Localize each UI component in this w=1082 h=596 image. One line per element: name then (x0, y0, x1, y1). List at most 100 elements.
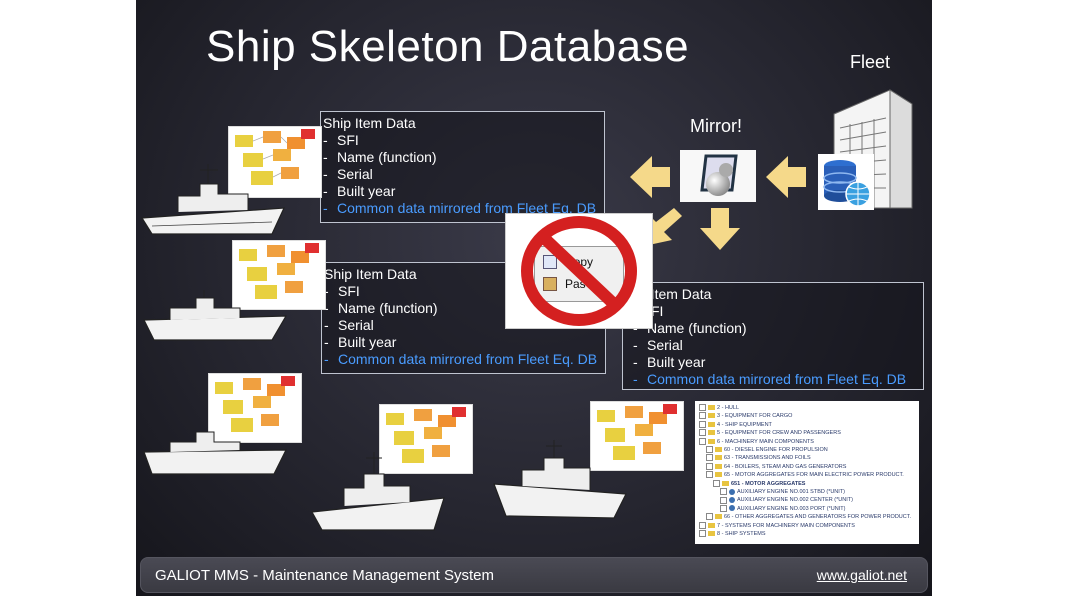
expand-toggle-icon[interactable] (699, 420, 706, 428)
ship-item-data-box-1: Ship Item Data SFI Name (function) Seria… (320, 111, 605, 223)
tree-node-label: AUXILIARY ENGINE NO.001 STBD (*UNIT) (737, 489, 845, 496)
folder-icon (708, 438, 715, 444)
tree-node[interactable]: 60 - DIESEL ENGINE FOR PROPULSION (699, 446, 915, 454)
folder-tree-thumbnail (379, 404, 473, 474)
ship-icon (143, 290, 288, 341)
tree-node[interactable]: 8 - SHIP SYSTEMS (699, 530, 915, 538)
box-item: Serial (323, 166, 598, 183)
expand-toggle-icon[interactable] (720, 488, 727, 496)
arrow-down-left-icon (644, 208, 682, 246)
tree-node-label: AUXILIARY ENGINE NO.003 PORT (*UNIT) (737, 505, 846, 512)
expand-toggle-icon[interactable] (706, 446, 713, 454)
tree-node-label: 7 - SYSTEMS FOR MACHINERY MAIN COMPONENT… (717, 522, 855, 529)
box-header: Ship Item Data (324, 266, 417, 282)
expand-toggle-icon[interactable] (720, 496, 727, 504)
no-copy-paste-sign: Copy Pas (505, 213, 653, 329)
box-item: Name (function) (324, 300, 599, 317)
folder-icon (715, 447, 722, 453)
expand-toggle-icon[interactable] (706, 454, 713, 462)
tree-node-label: 66 - OTHER AGGREGATES AND GENERATORS FOR… (724, 514, 912, 521)
expand-toggle-icon[interactable] (699, 429, 706, 437)
folder-tree-thumbnail (228, 126, 322, 198)
expand-toggle-icon[interactable] (699, 521, 706, 529)
tree-node[interactable]: 651 - MOTOR AGGREGATES (699, 479, 915, 488)
fleet-label: Fleet (850, 52, 891, 72)
box-item-highlight: Common data mirrored from Fleet Eq. DB (633, 371, 917, 388)
folder-icon (239, 243, 319, 299)
tree-node[interactable]: 3 - EQUIPMENT FOR CARGO (699, 412, 915, 420)
tree-node-label: 64 - BOILERS, STEAM AND GAS GENERATORS (724, 463, 847, 470)
box-item: Built year (323, 183, 598, 200)
expand-toggle-icon[interactable] (720, 504, 727, 512)
tree-node[interactable]: 66 - OTHER AGGREGATES AND GENERATORS FOR… (699, 513, 915, 521)
copy-icon (543, 255, 557, 269)
box-item-highlight: Common data mirrored from Fleet Eq. DB (323, 200, 598, 217)
box-item-highlight: Common data mirrored from Fleet Eq. DB (324, 351, 599, 368)
tree-node-label: 5 - EQUIPMENT FOR CREW AND PASSENGERS (717, 430, 841, 437)
arrow-left-icon (766, 156, 806, 198)
ship-icon (143, 431, 287, 475)
box-item: Built year (324, 334, 599, 351)
footer-bar: GALIOT MMS - Maintenance Management Syst… (140, 557, 928, 593)
box-item: SFI (323, 132, 598, 149)
folder-icon (235, 129, 315, 185)
expand-toggle-icon[interactable] (706, 513, 713, 521)
expand-toggle-icon[interactable] (699, 530, 706, 538)
tree-node[interactable]: 63 - TRANSMISSIONS AND FOILS (699, 454, 915, 462)
tree-node-label: 65 - MOTOR AGGREGATES FOR MAIN ELECTRIC … (724, 472, 904, 479)
tree-node[interactable]: 4 - SHIP EQUIPMENT (699, 420, 915, 429)
folder-tree-thumbnail (590, 401, 684, 471)
tree-node-label: 63 - TRANSMISSIONS AND FOILS (724, 455, 811, 462)
tree-node[interactable]: 2 - HULL (699, 404, 915, 412)
expand-toggle-icon[interactable] (706, 462, 713, 470)
folder-icon (215, 376, 295, 432)
tree-node[interactable]: 5 - EQUIPMENT FOR CREW AND PASSENGERS (699, 429, 915, 437)
expand-toggle-icon[interactable] (699, 412, 706, 420)
folder-icon (715, 514, 722, 520)
ship-icon (311, 452, 445, 531)
tree-node-label: 651 - MOTOR AGGREGATES (731, 480, 806, 487)
footer-text: GALIOT MMS - Maintenance Management Syst… (155, 567, 495, 584)
tree-node-label: 60 - DIESEL ENGINE FOR PROPULSION (724, 447, 828, 454)
arrow-down-icon (700, 208, 740, 250)
paste-icon (543, 277, 557, 291)
folder-icon (597, 404, 677, 460)
ship-icon (140, 164, 285, 235)
tree-node[interactable]: 7 - SYSTEMS FOR MACHINERY MAIN COMPONENT… (699, 521, 915, 530)
folder-icon (708, 430, 715, 436)
box-item: Serial (324, 317, 599, 334)
box-item: Name (function) (633, 320, 917, 337)
folder-icon (715, 472, 722, 478)
tree-node[interactable]: AUXILIARY ENGINE NO.001 STBD (*UNIT) (699, 488, 915, 496)
folder-icon (708, 421, 715, 427)
tree-node[interactable]: 64 - BOILERS, STEAM AND GAS GENERATORS (699, 462, 915, 471)
folder-icon (708, 413, 715, 419)
tree-node-label: AUXILIARY ENGINE NO.002 CENTER (*UNIT) (737, 497, 853, 504)
box-item: SFI (324, 283, 599, 300)
website-link[interactable]: www.galiot.net (816, 567, 907, 583)
box-header: p Item Data (639, 286, 712, 302)
mirror-icon (680, 150, 756, 202)
folder-icon (708, 531, 715, 537)
tree-node-label: 8 - SHIP SYSTEMS (717, 531, 766, 538)
box-item: Serial (633, 337, 917, 354)
tree-node[interactable]: AUXILIARY ENGINE NO.003 PORT (*UNIT) (699, 504, 915, 513)
expand-toggle-icon[interactable] (706, 471, 713, 479)
folder-tree-thumbnail (232, 240, 326, 310)
folder-icon (715, 455, 722, 461)
tree-node-label: 4 - SHIP EQUIPMENT (717, 421, 772, 428)
slide: Ship Skeleton Database Fleet Mirror! (136, 0, 932, 596)
tree-node[interactable]: 6 - MACHINERY MAIN COMPONENTS (699, 437, 915, 446)
folder-icon (715, 463, 722, 469)
prohibited-icon (521, 216, 637, 326)
unit-icon (729, 488, 735, 495)
expand-toggle-icon[interactable] (713, 479, 720, 487)
unit-icon (729, 505, 735, 512)
expand-toggle-icon[interactable] (699, 437, 706, 445)
arrow-left-icon (630, 156, 670, 198)
expand-toggle-icon[interactable] (699, 404, 706, 412)
tree-node[interactable]: 65 - MOTOR AGGREGATES FOR MAIN ELECTRIC … (699, 471, 915, 479)
tree-node[interactable]: AUXILIARY ENGINE NO.002 CENTER (*UNIT) (699, 496, 915, 504)
box-item: Name (function) (323, 149, 598, 166)
